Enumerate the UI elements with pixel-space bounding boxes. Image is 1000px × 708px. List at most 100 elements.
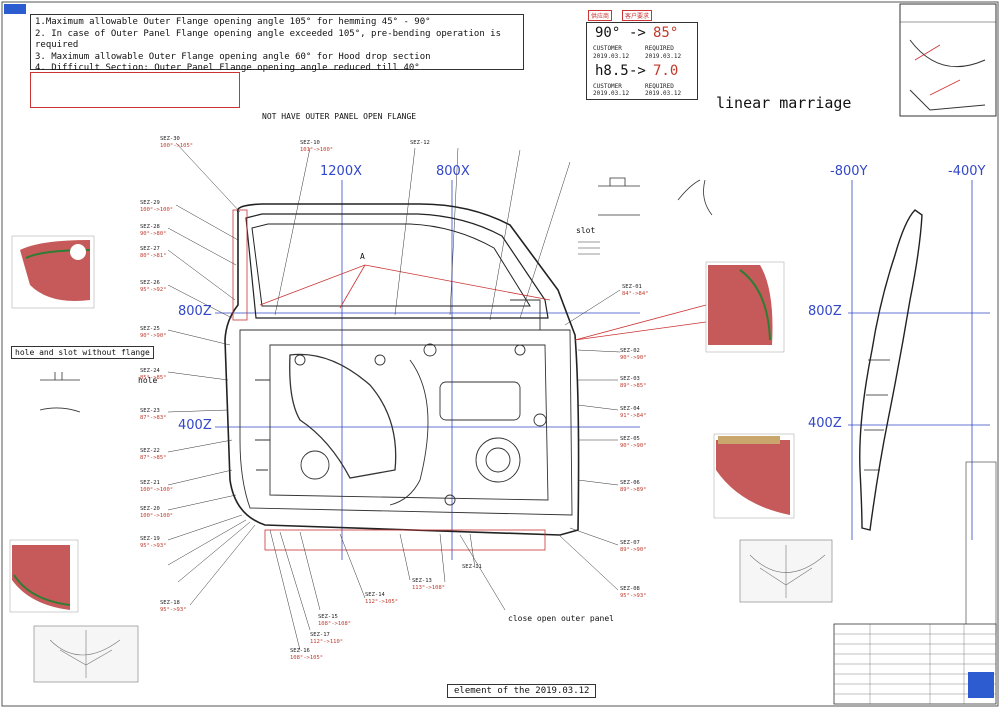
section-right-name: SEZ-02 [620, 348, 640, 354]
section-thumb-left-top [11, 235, 95, 309]
section-right-angle: 90°->90° [620, 443, 647, 449]
section-right-angle: 89°->85° [620, 383, 647, 389]
note-4: 4. Difficult Section: Outer Panel Flange… [35, 63, 420, 73]
axis-label-400y: -400Y [948, 164, 986, 179]
section-left-angle: 95°->93° [160, 607, 187, 613]
label-hole: hole [138, 376, 158, 385]
section-bottom-name: SEZ-17 [310, 632, 330, 638]
row2-left-label: CUSTOMER [593, 83, 622, 90]
section-left-angle: 85°->85° [140, 375, 167, 381]
section-right-name: SEZ-12 [410, 140, 430, 146]
leader-lines-left [167, 142, 256, 606]
angle-to: 85° [653, 25, 679, 41]
section-left-name: SEZ-25 [140, 326, 160, 332]
axis-label-400z-left: 400Z [178, 418, 212, 433]
door-outline [224, 203, 580, 536]
section-bottom-name: SEZ-14 [365, 592, 385, 598]
row2-left-date: 2019.03.12 [593, 90, 630, 97]
section-right-name: SEZ-05 [620, 436, 640, 442]
section-left-angle: 100°->100° [140, 207, 174, 213]
section-right-angle: 89°->90° [620, 547, 647, 553]
section-left-angle: 95°->92° [140, 287, 167, 293]
row2-right-date: 2019.03.12 [645, 90, 682, 97]
spec-tag-left: 供应商 [588, 10, 613, 21]
section-left-name: SEZ-23 [140, 408, 160, 414]
label-point-a: A [360, 252, 365, 261]
row1-left-date: 2019.03.12 [593, 53, 630, 60]
door-side-profile [859, 209, 923, 531]
section-bottom-name: SEZ-11 [462, 564, 482, 570]
section-left-name: SEZ-22 [140, 448, 160, 454]
row1-left-label: CUSTOMER [593, 45, 622, 52]
section-left-name: SEZ-30 [160, 136, 180, 142]
axis-label-800y: -800Y [830, 164, 868, 179]
section-right-angle: 101°->100° [300, 147, 334, 153]
section-left-angle: 90°->80° [140, 231, 167, 237]
section-bottom-label: SEZ-11 [462, 564, 482, 571]
section-left-name: SEZ-18 [160, 600, 180, 606]
inset-detail-box [899, 3, 997, 117]
inset-curve [909, 39, 986, 68]
h-arrow: -> [629, 63, 646, 79]
label-slot: slot [576, 226, 596, 235]
section-left-name: SEZ-21 [140, 480, 160, 486]
section-bottom-angle: 113°->108° [412, 585, 446, 591]
footer-element-date: element of the 2019.03.12 [447, 684, 597, 698]
title-block-strip [965, 461, 997, 633]
axis-label-800x: 800X [436, 164, 470, 179]
section-right-name: SEZ-06 [620, 480, 640, 486]
section-right-name: SEZ-10 [300, 140, 320, 146]
notes-cn-box [30, 72, 240, 108]
axis-label-1200x: 1200X [320, 164, 362, 179]
section-thumb-right-mid [713, 433, 795, 519]
drawing-title: linear marriage [716, 94, 852, 112]
spec-box: 90° -> 85° CUSTOMER REQUIRED 2019.03.12 … [586, 22, 698, 100]
highlight-regions [232, 209, 707, 551]
note-3: 3. Maximum allowable Outer Flange openin… [35, 51, 431, 62]
section-right-angle: 89°->89° [620, 487, 647, 493]
angle-from: 90° [595, 25, 621, 41]
section-left-angle: 87°->85° [140, 455, 167, 461]
section-left-name: SEZ-29 [140, 200, 160, 206]
section-left-angle: 80°->81° [140, 253, 167, 259]
note-2: 2. In case of Outer Panel Flange opening… [35, 28, 501, 51]
note-1: 1.Maximum allowable Outer Flange opening… [35, 17, 431, 27]
axis-label-400z-right: 400Z [808, 416, 842, 431]
header-not-have-flange: NOT HAVE OUTER PANEL OPEN FLANGE [262, 112, 417, 121]
section-bottom-name: SEZ-13 [412, 578, 432, 584]
section-bottom-angle: 112°->105° [365, 599, 399, 605]
leader-lines-bottom [269, 147, 571, 651]
section-right-name: SEZ-08 [620, 586, 640, 592]
section-left-name: SEZ-20 [140, 506, 160, 512]
section-right-angle: 91°->84° [620, 413, 647, 419]
section-bottom-name: SEZ-15 [318, 614, 338, 620]
section-right-name: SEZ-07 [620, 540, 640, 546]
notes-box: 1.Maximum allowable Outer Flange opening… [30, 14, 524, 73]
axis-label-800z-right: 800Z [808, 304, 842, 319]
section-bottom-angle: 112°->110° [310, 639, 344, 645]
row2-right-label: REQUIRED [645, 83, 674, 90]
section-left-name: SEZ-26 [140, 280, 160, 286]
logo-icon [4, 4, 26, 14]
spec-tag-right: 客户要求 [622, 10, 653, 21]
section-left-name: SEZ-27 [140, 246, 160, 252]
h-to: 7.0 [653, 63, 679, 79]
door-inner-panel [239, 299, 573, 516]
